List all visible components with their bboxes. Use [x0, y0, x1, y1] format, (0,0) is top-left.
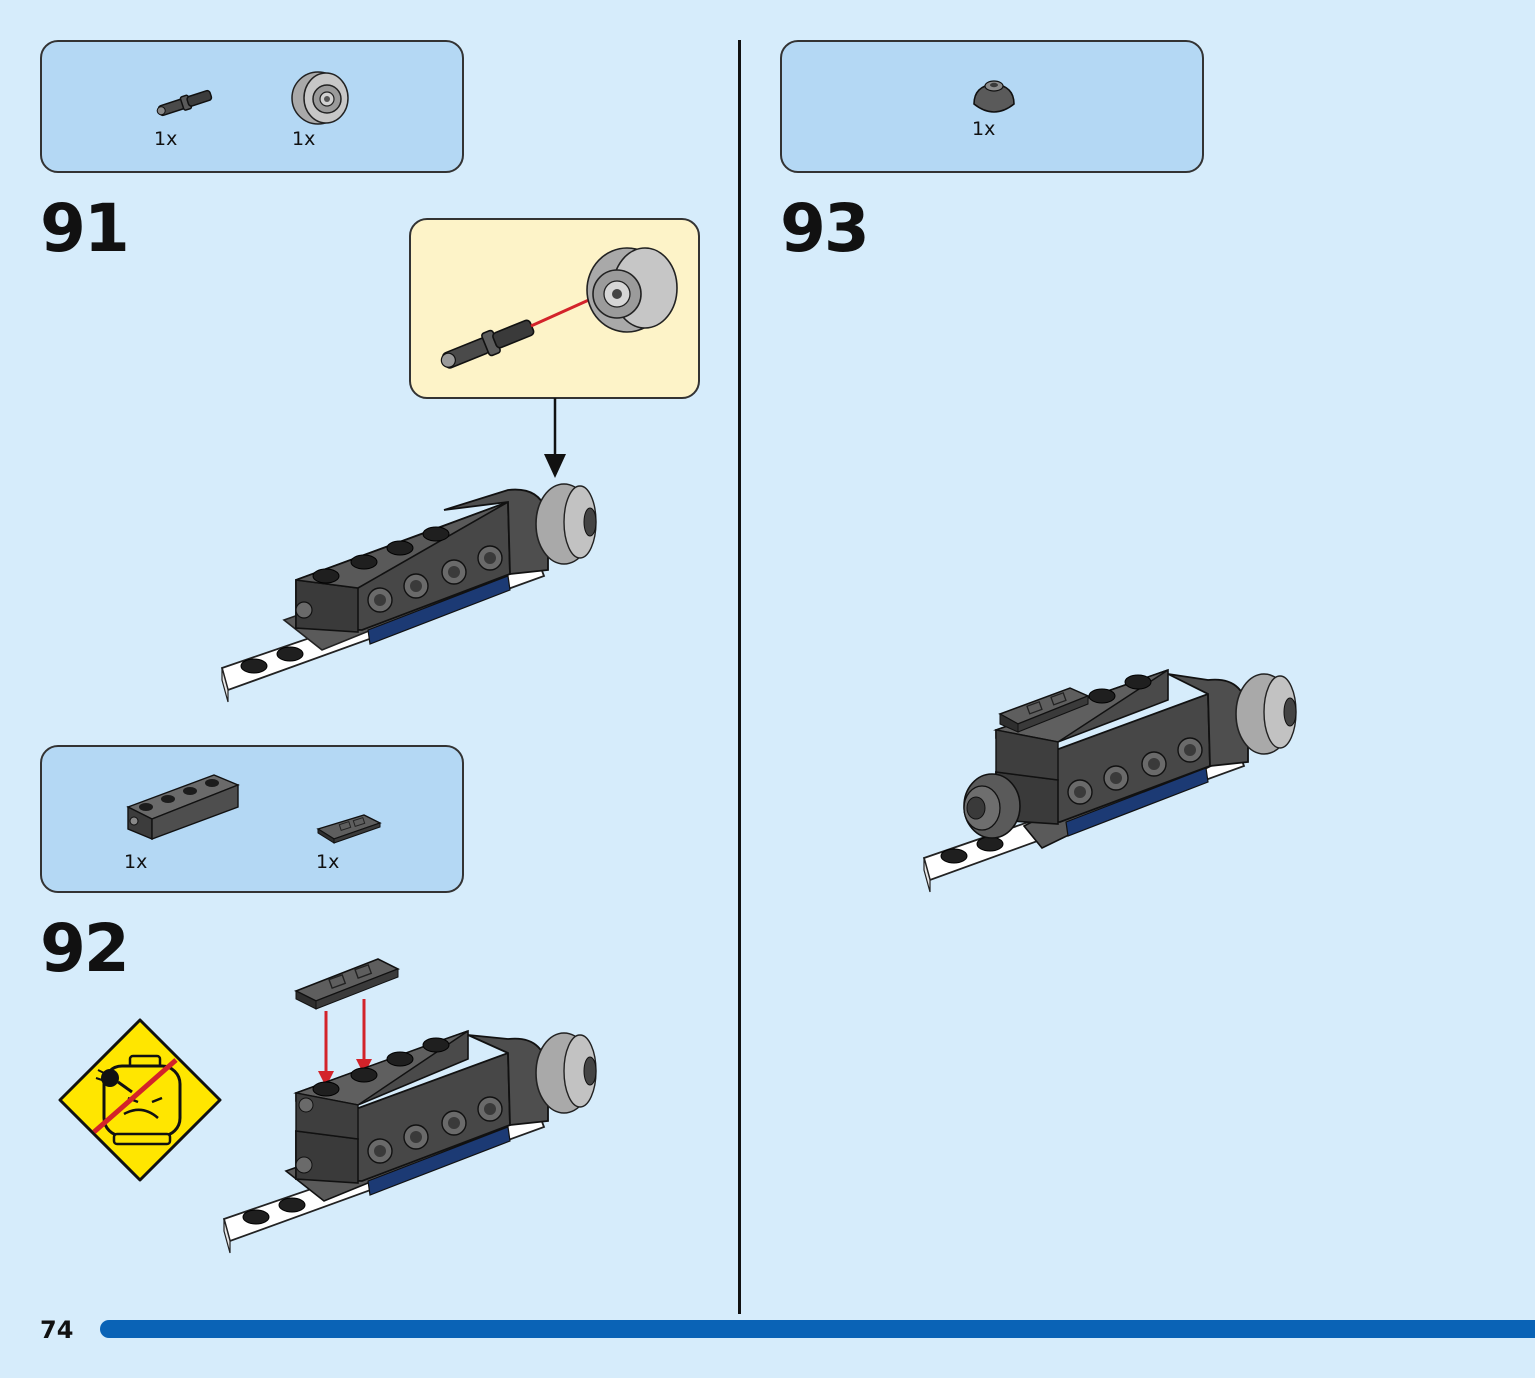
step-number: 92: [40, 910, 130, 987]
column-divider: [738, 40, 741, 1314]
step-91-model-illustration: [220, 483, 597, 703]
part-quantity: 1x: [154, 128, 178, 150]
part-quantity: 1x: [316, 851, 340, 873]
step-number: 91: [40, 190, 130, 267]
technic-axle-pin-icon: [156, 89, 213, 117]
parts-list-step-92: 1x 1x: [40, 745, 464, 893]
parts-list-step-93: 1x: [780, 40, 1204, 173]
wheel-rim-icon: [291, 71, 349, 125]
choking-hazard-warning-icon: [58, 1018, 222, 1182]
brick-1x4-with-studs-on-side-icon: [126, 774, 240, 841]
dome-round-tile-icon: [973, 80, 1015, 113]
step-92-model-illustration: [222, 958, 597, 1254]
step-93-model-illustration: [922, 668, 1297, 893]
step-number: 93: [780, 190, 870, 267]
parts-list-step-91: 1x 1x: [40, 40, 464, 173]
part-quantity: 1x: [292, 128, 316, 150]
progress-bar: [100, 1320, 1535, 1338]
axle-into-rim-subassembly-icon: [440, 247, 678, 369]
callout-pointer-arrow: [544, 398, 566, 478]
plate-1x2-with-grooves-icon: [316, 814, 382, 844]
subassembly-callout: [409, 218, 700, 399]
part-quantity: 1x: [124, 851, 148, 873]
page-number: 74: [40, 1316, 74, 1344]
part-quantity: 1x: [972, 118, 996, 140]
